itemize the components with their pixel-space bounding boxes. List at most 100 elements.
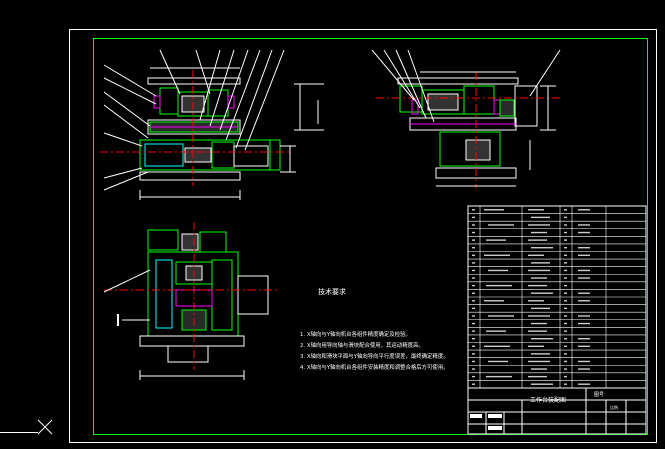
bom-cell-mark <box>486 375 512 378</box>
bom-cell-mark <box>531 292 553 294</box>
bom-cell-mark <box>528 360 550 363</box>
bom-cell-mark <box>531 353 550 355</box>
bom-cell-mark <box>578 360 590 363</box>
bom-cell-mark <box>531 338 553 340</box>
bom-cell-mark <box>488 269 508 272</box>
bom-cell-mark <box>564 277 567 279</box>
bom-cell-mark <box>578 322 590 325</box>
bom-cell-mark <box>488 315 514 317</box>
bom-cell-mark <box>484 254 510 256</box>
bom-cell-mark <box>472 254 475 256</box>
top-view[interactable] <box>103 222 280 380</box>
bom-cell-mark <box>528 209 544 211</box>
bom-cell-mark <box>578 277 590 279</box>
bom-cell-mark <box>578 209 590 211</box>
bom-cell-mark <box>564 375 567 378</box>
bom-cell-mark <box>564 300 567 302</box>
ucs-x-icon <box>0 419 53 435</box>
side-view[interactable] <box>371 49 561 188</box>
bom-cell-mark <box>472 277 475 279</box>
bom-cell-mark <box>578 292 590 294</box>
bom-cell-mark <box>528 330 547 332</box>
tech-req-line-1: 1. X轴向与Y轴向机台各组件精度确定及检验。 <box>300 330 411 338</box>
bom-cell-mark <box>472 292 475 294</box>
bom-cell-mark <box>564 209 567 211</box>
bom-cell-mark <box>564 254 567 256</box>
bom-cell-mark <box>531 231 547 234</box>
bom-cell-mark <box>531 383 553 385</box>
bom-cell-mark <box>564 322 567 325</box>
bom-cell-mark <box>528 254 544 256</box>
bom-cell-mark <box>528 315 550 317</box>
bom-cell-mark <box>578 338 590 340</box>
bom-cell-mark <box>564 216 567 219</box>
bom-cell-mark <box>564 292 567 294</box>
bom-cell-mark <box>472 383 475 385</box>
bom-cell-mark <box>564 224 567 226</box>
bom-cell-mark <box>528 224 550 226</box>
bom-cell-mark <box>472 216 475 219</box>
bom-cell-mark <box>564 231 567 234</box>
bom-cell-mark <box>578 368 590 370</box>
bom-cell-mark <box>564 368 567 370</box>
bom-cell-mark <box>578 383 590 385</box>
bom-cell-mark <box>564 269 567 272</box>
bom-cell-mark <box>528 300 544 302</box>
tech-req-line-4: 4. X轴向与Y轴向机台各组件安装精度和调整合格后方可使用。 <box>300 363 449 371</box>
bom-cell-mark <box>472 300 475 302</box>
bom-cell-mark <box>472 224 475 226</box>
bom-cell-mark <box>472 368 475 370</box>
parts-list-table[interactable] <box>467 205 647 389</box>
bom-cell-mark <box>564 239 567 241</box>
bom-cell-mark <box>472 307 475 310</box>
bom-cell-mark <box>528 345 544 347</box>
bom-cell-mark <box>578 315 590 317</box>
bom-cell-mark <box>528 239 547 241</box>
bom-cell-mark <box>484 300 504 302</box>
bom-cell-mark <box>531 247 553 249</box>
bom-cell-mark <box>472 375 475 378</box>
bom-cell-mark <box>531 262 550 264</box>
bom-cell-mark <box>472 322 475 325</box>
bom-cell-mark <box>484 345 510 347</box>
bom-cell-mark <box>564 262 567 264</box>
bom-cell-mark <box>564 338 567 340</box>
bom-cell-mark <box>564 383 567 385</box>
bom-cell-mark <box>578 247 590 249</box>
bom-cell-mark <box>484 209 504 211</box>
technical-requirements: 技术要求 1. X轴向与Y轴向机台各组件精度确定及检验。 2. X轴向用导向轴与… <box>300 287 449 371</box>
bom-cell-mark <box>472 209 475 211</box>
bom-cell-mark <box>472 345 475 347</box>
tech-req-line-2: 2. X轴向用导向轴与滑块配合使用，其运动精度高。 <box>300 341 424 349</box>
paper-frame <box>69 29 657 443</box>
bom-cell-mark <box>472 338 475 340</box>
bom-cell-mark <box>486 239 506 241</box>
bom-cell-mark <box>564 247 567 249</box>
bom-cell-mark <box>472 360 475 363</box>
bom-cell-mark <box>472 284 475 287</box>
bom-cell-mark <box>564 315 567 317</box>
bom-cell-mark <box>564 345 567 347</box>
bom-cell-mark <box>528 284 547 287</box>
bom-cell-mark <box>472 353 475 355</box>
bom-cell-mark <box>564 307 567 310</box>
bom-cell-mark <box>472 330 475 332</box>
bom-cell-mark <box>472 262 475 264</box>
bom-cell-mark <box>488 224 514 226</box>
bom-cell-mark <box>578 345 590 347</box>
tech-req-title: 技术要求 <box>318 287 346 296</box>
bom-cell-mark <box>528 375 547 378</box>
bom-cell-mark <box>564 353 567 355</box>
front-view[interactable] <box>100 49 324 200</box>
drawing-name: 工作台装配图 <box>530 396 566 404</box>
bom-cell-mark <box>531 307 550 310</box>
title-block[interactable]: 工作台装配图 图号 比例 <box>467 387 647 435</box>
bom-cell-mark <box>528 269 550 272</box>
title-block-label-b: 比例 <box>610 404 618 410</box>
bom-cell-mark <box>531 368 547 370</box>
bom-cell-mark <box>578 224 590 226</box>
bom-cell-mark <box>472 239 475 241</box>
bom-cell-mark <box>564 330 567 332</box>
bom-cell-mark <box>564 284 567 287</box>
